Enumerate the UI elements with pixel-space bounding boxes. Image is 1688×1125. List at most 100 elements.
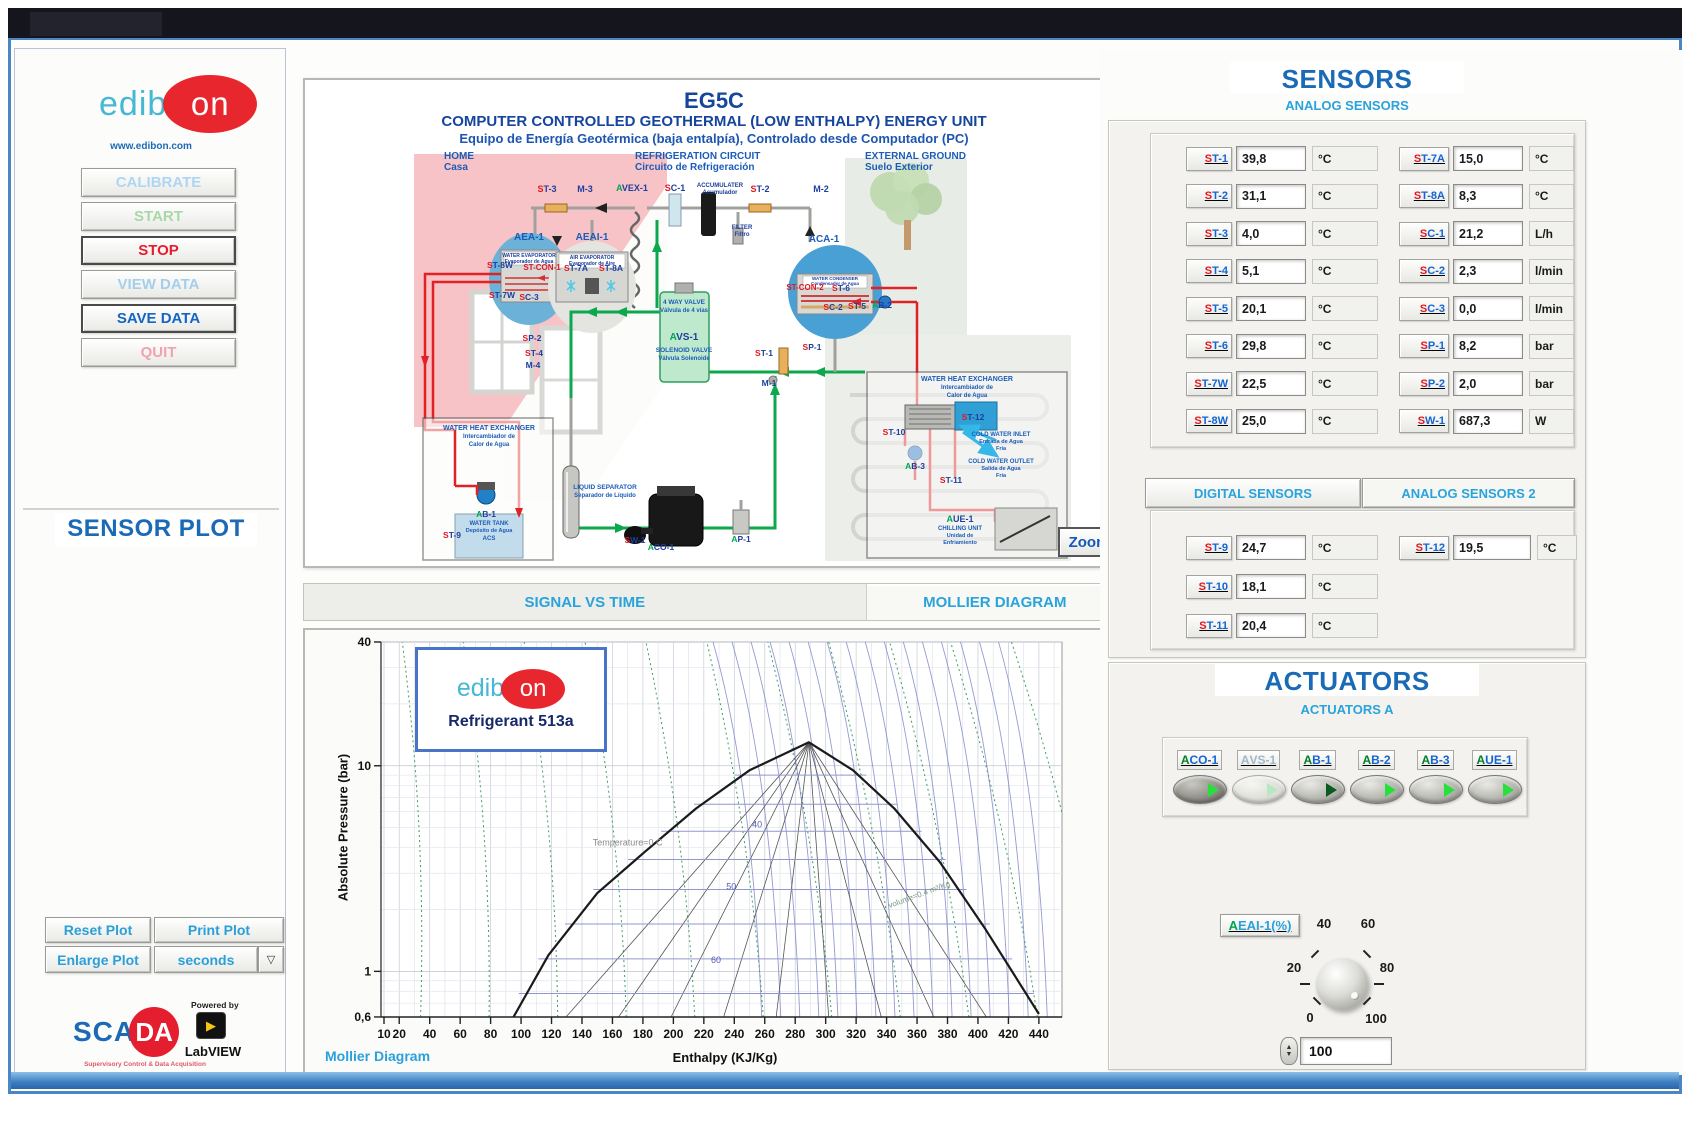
sensor-value[interactable]: 8,2 <box>1453 333 1523 359</box>
control-button[interactable]: CALIBRATE <box>81 168 236 197</box>
diagram-label: ST-11 <box>939 474 963 485</box>
sensor-unit: °C <box>1537 535 1577 560</box>
window-titlebar[interactable] <box>8 8 1682 40</box>
diagram-label: ST-7W <box>489 289 515 300</box>
diagram-label: SW-1 <box>624 534 646 545</box>
control-button[interactable]: QUIT <box>81 338 236 367</box>
sensor-value[interactable]: 8,3 <box>1453 183 1523 209</box>
labview-icon: ▶ <box>196 1012 226 1039</box>
actuator-toggle-button[interactable] <box>1231 775 1286 804</box>
actuator-toggle-button[interactable] <box>1408 775 1463 804</box>
svg-text:40: 40 <box>358 635 372 649</box>
time-unit-dropdown[interactable]: seconds <box>154 946 258 973</box>
actuators-section-frame <box>1108 662 1586 1070</box>
knob-tick-80: 80 <box>1379 960 1395 975</box>
sensor-value[interactable]: 0,0 <box>1453 296 1523 321</box>
tab-signal-vs-time[interactable]: SIGNAL VS TIME <box>304 584 867 620</box>
scada-subtitle: Supervisory Control & Data Acquisition <box>84 1061 206 1068</box>
sensor-value[interactable]: 18,1 <box>1236 574 1306 599</box>
tab-analog-sensors-2[interactable]: ANALOG SENSORS 2 <box>1362 478 1575 508</box>
knob-value-input[interactable]: 100 <box>1300 1037 1392 1065</box>
diagram-label: ACO-1 <box>647 541 675 552</box>
dropdown-arrow-icon[interactable]: ▽ <box>258 946 284 973</box>
control-button[interactable]: STOP <box>81 236 236 265</box>
control-button[interactable]: START <box>81 202 236 231</box>
sensor-value[interactable]: 29,8 <box>1236 333 1306 359</box>
diagram-label: HOME <box>444 151 474 162</box>
sensor-value[interactable]: 2,3 <box>1453 258 1523 284</box>
unit-title-es: Equipo de Energía Geotérmica (baja ental… <box>459 131 969 146</box>
sensor-value[interactable]: 4,0 <box>1236 221 1306 246</box>
sensor-value[interactable]: 25,0 <box>1236 408 1306 434</box>
diagram-label: Enfriamiento <box>943 539 977 546</box>
actuator-toggle-button[interactable] <box>1290 775 1345 804</box>
aeai1-knob[interactable] <box>1316 958 1368 1010</box>
sensor-value[interactable]: 19,5 <box>1453 535 1531 560</box>
diagram-label: AB-3 <box>905 460 925 471</box>
zoom-button[interactable]: Zoom <box>1058 527 1120 557</box>
sensor-value[interactable]: 31,1 <box>1236 183 1306 209</box>
sensor-value[interactable]: 20,4 <box>1236 613 1306 638</box>
value-spinner[interactable]: ▲▼ <box>1280 1037 1298 1065</box>
actuator-toggle-button[interactable] <box>1172 775 1227 804</box>
refrigerant-label: Refrigerant 513a <box>448 712 574 730</box>
sensor-plot-area[interactable] <box>35 554 275 904</box>
diagram-label: Depósito de Agua <box>465 527 513 534</box>
diagram-label: ST-2 <box>750 184 770 194</box>
sensor-value[interactable]: 687,3 <box>1453 408 1523 434</box>
enlarge-plot-button[interactable]: Enlarge Plot <box>45 946 151 973</box>
reset-plot-button[interactable]: Reset Plot <box>45 917 151 943</box>
actuator-toggle-button[interactable] <box>1349 775 1404 804</box>
control-button[interactable]: SAVE DATA <box>81 304 236 333</box>
print-plot-button[interactable]: Print Plot <box>154 917 284 943</box>
tab-mollier-diagram[interactable]: MOLLIER DIAGRAM <box>866 584 1124 620</box>
tab-digital-sensors[interactable]: DIGITAL SENSORS <box>1145 478 1361 508</box>
diagram-label: Suelo Exterior <box>865 162 933 173</box>
sensor-value[interactable]: 5,1 <box>1236 258 1306 284</box>
svg-text:60: 60 <box>711 955 721 965</box>
diagram-label: M-4 <box>525 359 541 370</box>
sensor-value[interactable]: 2,0 <box>1453 371 1523 396</box>
control-button[interactable]: VIEW DATA <box>81 270 236 299</box>
sensor-value[interactable]: 39,8 <box>1236 146 1306 171</box>
sensor-value[interactable]: 21,2 <box>1453 221 1523 246</box>
edibon-logo-circle: on <box>163 75 258 133</box>
actuator-toggle-button[interactable] <box>1467 775 1522 804</box>
sensor-value[interactable]: 20,1 <box>1236 296 1306 321</box>
sensor-value[interactable]: 24,7 <box>1236 535 1306 560</box>
svg-text:360: 360 <box>907 1027 927 1041</box>
process-diagram-panel: EG5C COMPUTER CONTROLLED GEOTHERMAL (LOW… <box>303 78 1125 568</box>
sensor-value[interactable]: 15,0 <box>1453 146 1523 171</box>
sensor-value[interactable]: 22,5 <box>1236 371 1306 396</box>
